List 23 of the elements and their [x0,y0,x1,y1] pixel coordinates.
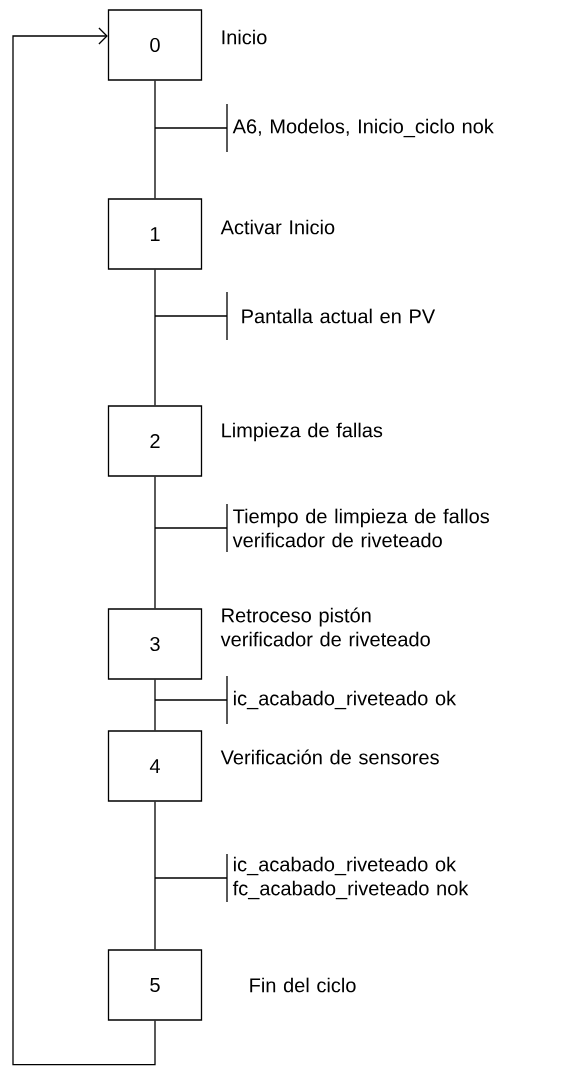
transition-label: ic_acabado_riveteado ok [234,690,457,710]
step-box: 5 [107,949,203,1021]
link-line [154,476,156,609]
transition-label: ic_acabado_riveteado ok fc_acabado_riveteado nok [232,856,469,900]
transition-label: A6, Modelos, Inicio_ciclo nok [232,118,494,138]
loop-arrow [12,27,156,1066]
step-box: 2 [107,405,203,477]
link-line [154,80,156,199]
step-box: 4 [107,730,203,802]
step-label: Verificación de sensores [220,749,439,765]
transition-label: Pantalla actual en PV [242,308,436,324]
step-box: 0 [107,9,203,81]
step-label: Retroceso pistón verificador de riveteado [220,607,430,647]
step-label: Limpieza de fallas [222,422,383,442]
transition-label: Tiempo de limpieza de fallos verificador de riveteado [232,508,489,548]
link-line [154,269,156,406]
step-label: Inicio [222,29,267,45]
link-line [154,801,156,950]
step-label: Fin del ciclo [250,977,356,993]
step-label: Activar Inicio [220,219,335,235]
step-box: 1 [107,198,203,270]
link-line [154,679,156,731]
step-box: 3 [107,608,203,680]
